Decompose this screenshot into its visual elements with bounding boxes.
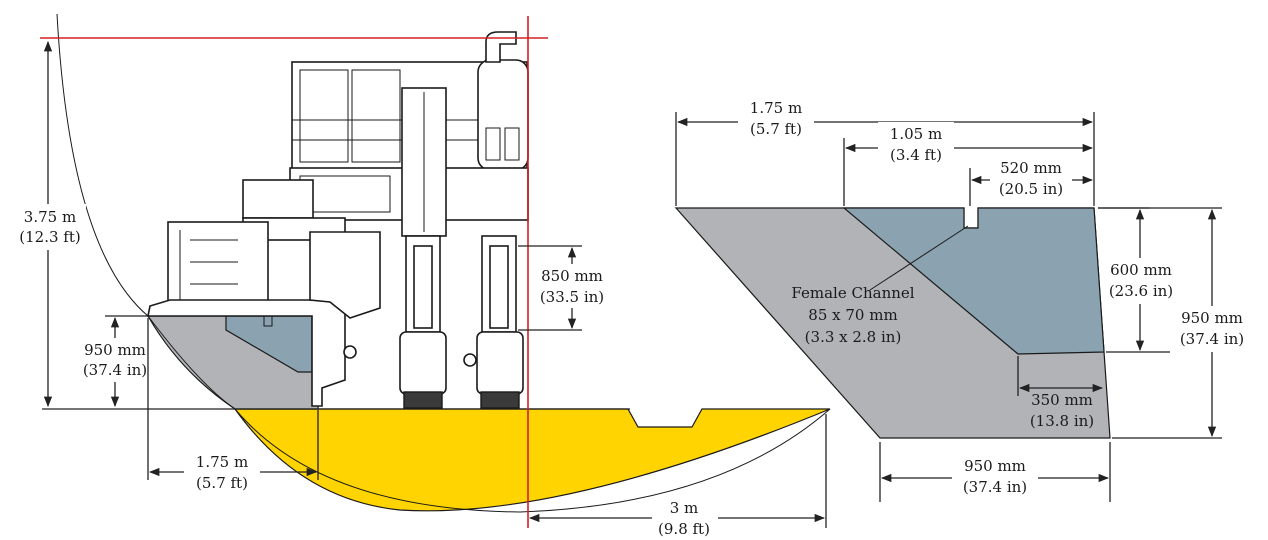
- channel-depth-metric-label: 600 mm: [1110, 261, 1172, 279]
- total-height-metric-label: 950 mm: [1181, 309, 1243, 327]
- female-channel-label: Female Channel: [791, 284, 914, 302]
- slab-height-metric-label: 950 mm: [84, 341, 146, 359]
- channel-width-metric-label: 1.05 m: [890, 125, 942, 143]
- height-imperial-label: (12.3 ft): [19, 228, 80, 246]
- track-clearance-imperial-label: (33.5 in): [540, 288, 604, 306]
- paver-machine: [147, 31, 529, 409]
- notch-offset-metric-label: 520 mm: [1000, 159, 1062, 177]
- height-metric-label: 3.75 m: [24, 208, 76, 226]
- notch-offset-imperial-label: (20.5 in): [999, 180, 1063, 198]
- channel-width-imperial-label: (3.4 ft): [890, 146, 942, 164]
- female-channel-size-imperial: (3.3 x 2.8 in): [805, 328, 902, 346]
- section-channel: [842, 207, 1105, 355]
- right-section-view: 1.75 m (5.7 ft) 1.05 m (3.4 ft) 520 mm (…: [674, 96, 1252, 502]
- swing-arc-lower: [234, 408, 831, 513]
- swing-arc: [56, 13, 236, 410]
- excavation-area: [233, 408, 831, 512]
- slab-width-metric-label: 1.75 m: [196, 453, 248, 471]
- side-reach-imperial-label: (9.8 ft): [658, 520, 710, 538]
- side-reach-metric-label: 3 m: [670, 499, 699, 517]
- channel-bottom-metric-label: 350 mm: [1031, 391, 1093, 409]
- female-channel-size-metric: 85 x 70 mm: [808, 306, 897, 324]
- base-width-metric-label: 950 mm: [964, 457, 1026, 475]
- channel-bottom-imperial-label: (13.8 in): [1030, 412, 1094, 430]
- left-elevation-view: 3.75 m (12.3 ft) 950 mm (37.4 in) 1.75 m…: [14, 13, 831, 540]
- total-width-metric-label: 1.75 m: [750, 99, 802, 117]
- total-height-imperial-label: (37.4 in): [1180, 330, 1244, 348]
- base-width-imperial-label: (37.4 in): [963, 478, 1027, 496]
- track-clearance-metric-label: 850 mm: [541, 267, 603, 285]
- channel-depth-imperial-label: (23.6 in): [1109, 282, 1173, 300]
- total-width-imperial-label: (5.7 ft): [750, 120, 802, 138]
- slab-width-imperial-label: (5.7 ft): [196, 474, 248, 492]
- slab-height-imperial-label: (37.4 in): [83, 361, 147, 379]
